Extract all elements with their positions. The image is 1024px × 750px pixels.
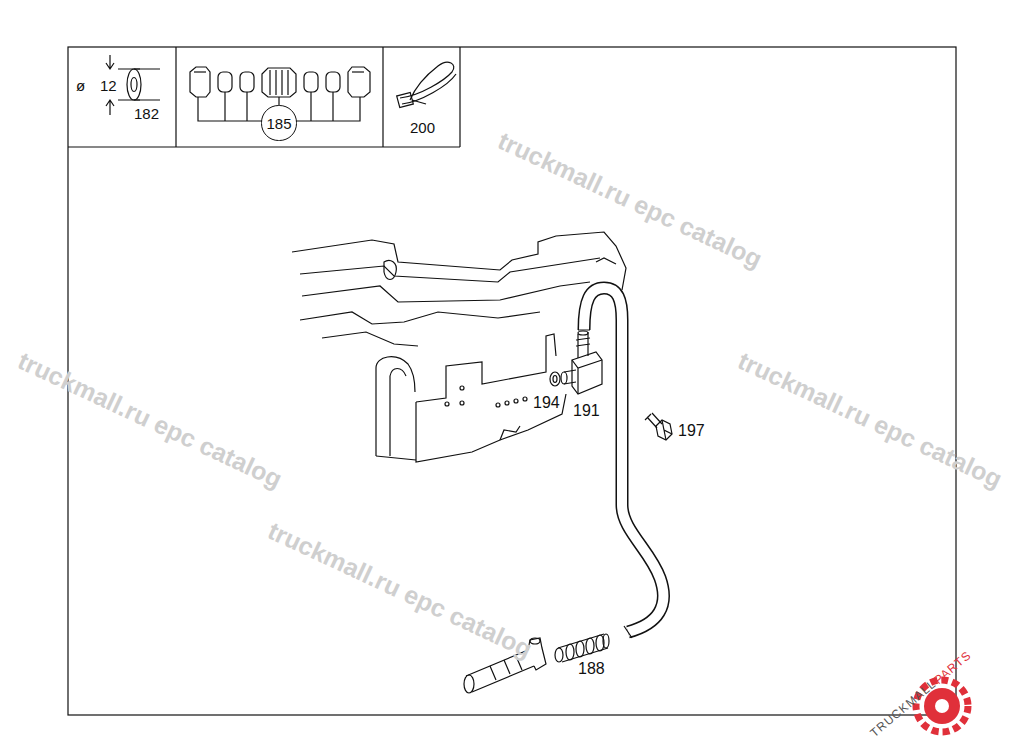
sealing-washer bbox=[550, 372, 560, 386]
callout-number: 188 bbox=[578, 661, 605, 677]
callout-number: 200 bbox=[410, 120, 435, 135]
cable-tie-cell: 200 bbox=[385, 49, 458, 145]
watermark: truckmall.ru epc catalog bbox=[734, 348, 1005, 492]
header-cells bbox=[68, 47, 460, 147]
callout-number: 191 bbox=[573, 403, 600, 419]
watermark: truckmall.ru epc catalog bbox=[14, 348, 285, 492]
hex-bolt bbox=[645, 413, 672, 440]
callout-number: 182 bbox=[134, 106, 159, 121]
bracket-plate bbox=[416, 334, 566, 462]
watermark: truckmall.ru epc catalog bbox=[494, 128, 765, 272]
frame bbox=[68, 47, 956, 715]
callout-number: 197 bbox=[678, 423, 705, 439]
watermark: truckmall.ru epc catalog bbox=[264, 518, 535, 662]
callout-number: 194 bbox=[533, 395, 560, 411]
dimension-cell: ø 12 182 bbox=[70, 49, 174, 145]
callout-number: 12 bbox=[100, 78, 117, 93]
engine-block bbox=[292, 232, 626, 460]
hose-connector bbox=[555, 634, 609, 662]
cable-tie-symbol bbox=[397, 62, 456, 107]
hose bbox=[578, 288, 663, 638]
callout-number: 185 bbox=[266, 116, 291, 131]
diameter-sign: ø bbox=[76, 78, 85, 93]
valve-fitting bbox=[561, 331, 602, 394]
callout-circle: 185 bbox=[261, 105, 296, 140]
logo-text: PARTS bbox=[932, 648, 973, 685]
